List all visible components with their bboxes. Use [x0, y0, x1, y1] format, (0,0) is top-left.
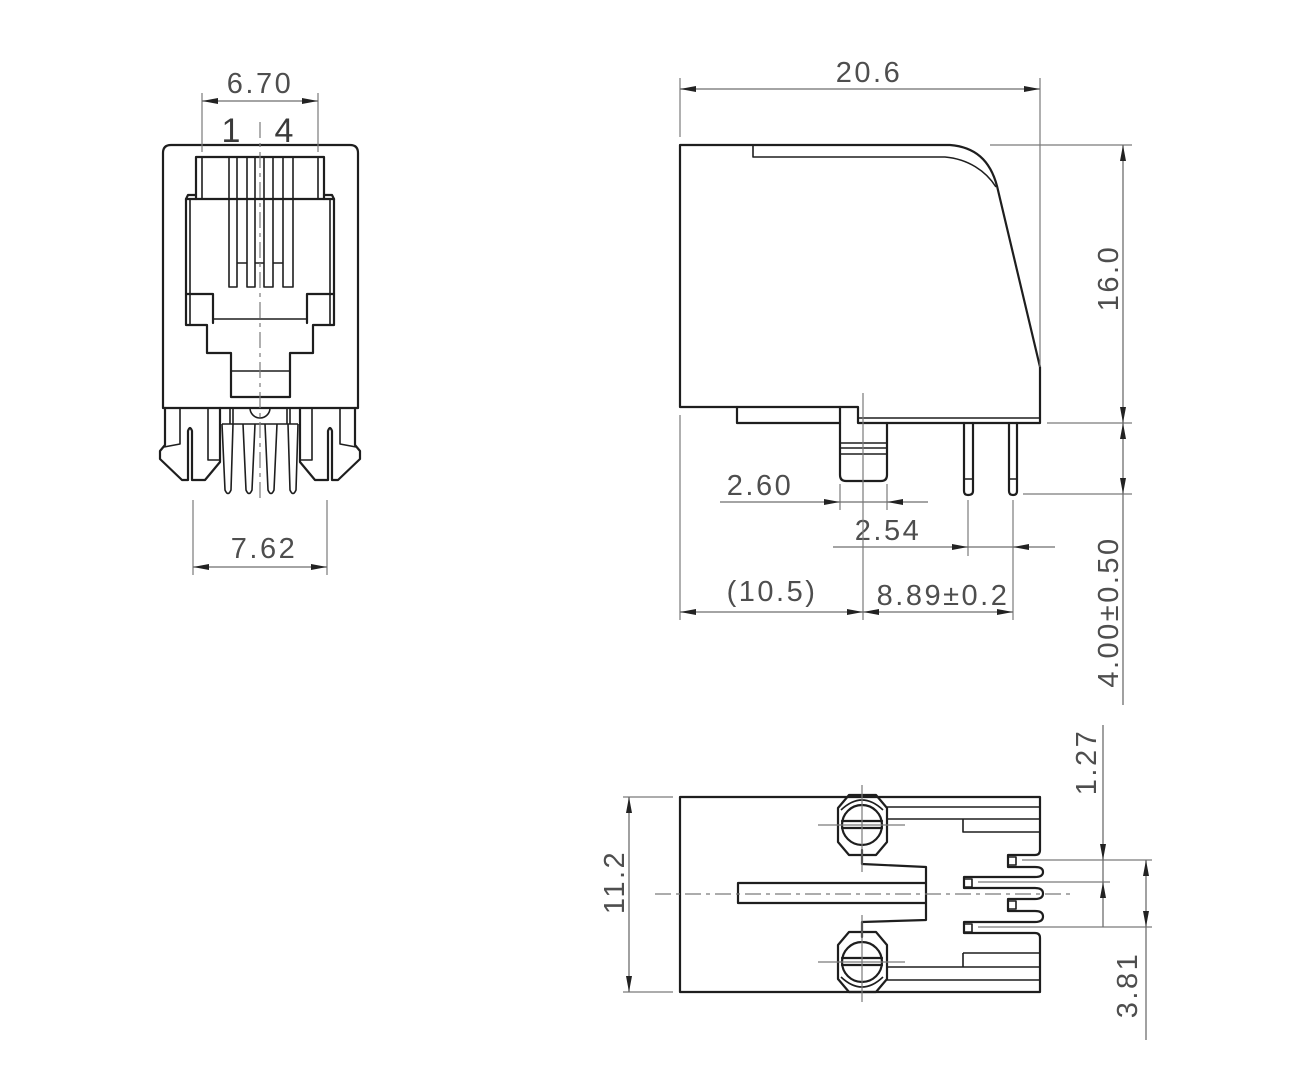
bottom-pins: [963, 856, 1017, 933]
bottom-pin-4: [963, 923, 973, 933]
front-body-outline: [161, 143, 360, 410]
dim-peg-diameter: 2.60: [720, 470, 928, 510]
front-opening-ears: [184, 193, 336, 201]
side-view: 20.6 16.0 4.00±0.50 2.60: [678, 57, 1132, 705]
dim-contact-span: 6.70: [201, 68, 319, 152]
dim-label-overall-length: 20.6: [836, 57, 902, 89]
contact-number-last: 4: [275, 112, 296, 150]
dim-label-pin-row-offset: 1.27: [1071, 729, 1103, 795]
front-center-notch: [249, 407, 271, 419]
dim-label-body-width: 11.2: [599, 850, 631, 914]
front-pin-3: [264, 423, 278, 495]
dim-pin-row-offset: 1.27: [978, 725, 1152, 928]
bottom-lower-rails: [887, 952, 1040, 981]
front-opening-top-inner: [201, 157, 319, 199]
front-pin-4: [287, 423, 299, 495]
dim-pin-row-span: 3.81: [1112, 860, 1149, 1040]
dim-label-pin-length: 4.00±0.50: [1093, 536, 1125, 687]
dim-label-pin-row-span: 3.81: [1112, 952, 1144, 1018]
peg-octagon: [836, 793, 889, 857]
dim-label-peg-diameter: 2.60: [727, 470, 793, 502]
dim-pin-span: 7.62: [192, 500, 328, 575]
dim-label-contact-span: 6.70: [227, 68, 293, 100]
dim-label-body-height: 16.0: [1093, 245, 1125, 311]
dim-label-peg-offset: (10.5): [727, 576, 818, 608]
dim-body-width: 11.2: [599, 796, 673, 993]
side-top-inner-line: [752, 145, 997, 188]
front-pins: [221, 407, 299, 495]
bottom-center-slot: [736, 881, 928, 905]
contact-1: [228, 157, 238, 288]
front-right-ear: [305, 292, 336, 325]
front-view: 6.70 1 4 7.62: [158, 68, 362, 575]
bottom-pin-3: [1007, 900, 1017, 910]
front-left-latch-detail: [163, 408, 220, 461]
dim-overall-length: 20.6: [679, 57, 1041, 367]
side-pin-2: [1007, 421, 1019, 497]
bottom-body-outline: [678, 795, 1045, 994]
front-pin-1: [221, 423, 234, 495]
contact-4: [282, 157, 294, 288]
front-pin-2: [242, 423, 256, 495]
dim-label-pin-span: 7.62: [231, 533, 297, 565]
upper-peg-crosshair: [818, 785, 905, 872]
dim-body-height: 16.0: [990, 144, 1132, 424]
side-boss: [735, 405, 842, 425]
front-left-latch: [158, 406, 222, 482]
front-right-latch-detail: [300, 408, 357, 461]
side-pin-1: [962, 421, 975, 497]
bottom-view: 11.2 1.27 3.81: [599, 725, 1152, 1040]
bottom-pin-1: [1007, 856, 1017, 866]
front-left-ear: [184, 292, 215, 325]
dim-pin-length: 4.00±0.50: [1023, 423, 1132, 705]
side-body-outline: [678, 143, 1042, 425]
front-plug-cavity: [184, 197, 336, 399]
dim-label-pin-pitch: 2.54: [855, 515, 921, 547]
dim-peg-to-pin: 8.89±0.2: [863, 580, 1013, 615]
lower-peg-crosshair: [818, 915, 905, 1002]
bottom-upper-rails: [887, 806, 1040, 833]
front-right-latch: [298, 406, 362, 482]
contact-2: [246, 157, 256, 288]
peg-octagon: [836, 930, 889, 994]
contact-number-first: 1: [222, 112, 243, 150]
contact-3: [263, 157, 274, 288]
dim-peg-offset: (10.5): [679, 393, 864, 620]
dim-pin-pitch: 2.54: [833, 500, 1055, 620]
front-contacts: [228, 157, 294, 288]
bottom-pin-2: [963, 878, 973, 888]
dim-label-peg-to-pin: 8.89±0.2: [877, 580, 1010, 612]
